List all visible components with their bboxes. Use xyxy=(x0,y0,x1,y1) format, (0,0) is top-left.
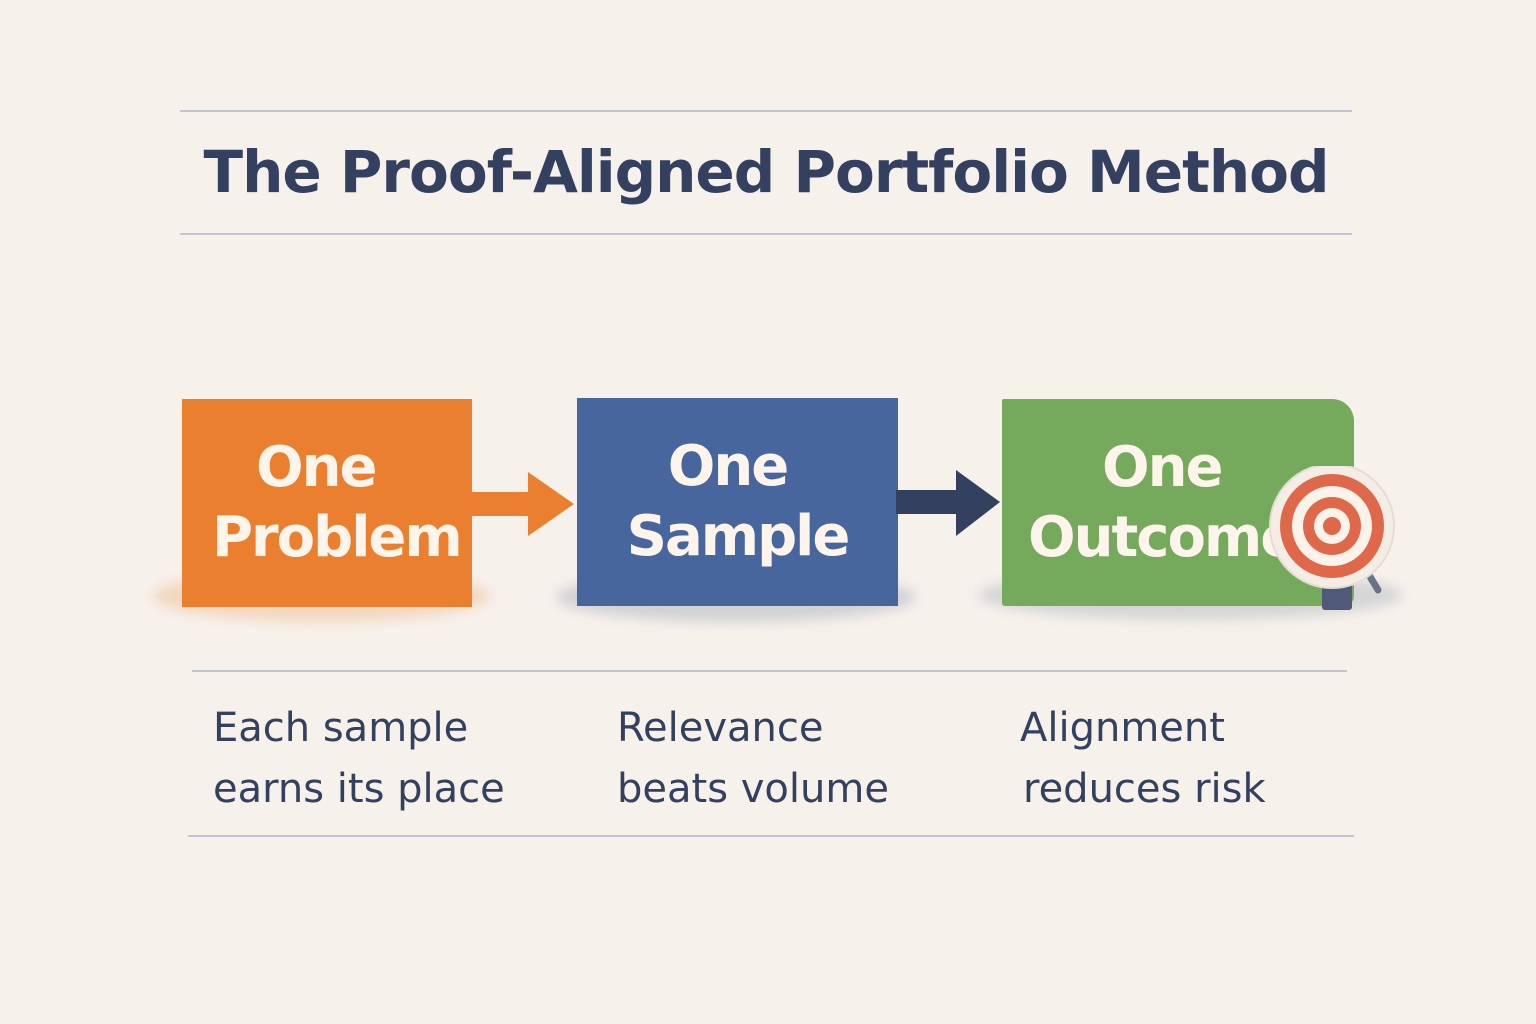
caption-sample-line2: beats volume xyxy=(617,766,889,812)
caption-outcome-line1: Alignment xyxy=(1020,705,1225,751)
step-sample-box: One Sample xyxy=(577,398,898,606)
caption-problem-line1: Each sample xyxy=(213,705,469,751)
diagram-title: The Proof-Aligned Portfolio Method xyxy=(203,138,1330,206)
step-outcome-line2: Outcome xyxy=(1028,504,1298,570)
caption-sample-line1: Relevance xyxy=(617,705,824,751)
caption-top-rule xyxy=(192,670,1347,672)
arrow-right-icon xyxy=(896,468,1002,542)
title-bottom-rule xyxy=(180,233,1352,235)
caption-problem: Each sample earns its place xyxy=(213,698,505,820)
caption-problem-line2: earns its place xyxy=(213,766,505,812)
caption-bottom-rule xyxy=(188,835,1354,837)
step-problem-line2: Problem xyxy=(212,505,463,570)
step-sample-line1: One xyxy=(667,434,789,499)
arrow-right-icon xyxy=(470,470,576,544)
title-top-rule xyxy=(180,110,1352,112)
target-magnifier-icon xyxy=(1268,463,1398,620)
caption-sample: Relevance beats volume xyxy=(617,698,889,820)
caption-outcome: Alignment reduces risk xyxy=(1020,698,1266,820)
caption-outcome-line2: reduces risk xyxy=(1023,766,1266,812)
step-outcome-line1: One xyxy=(1102,434,1223,500)
step-problem-line1: One xyxy=(256,435,377,500)
step-problem-box: One Problem xyxy=(182,399,472,607)
step-sample-line2: Sample xyxy=(626,504,851,569)
